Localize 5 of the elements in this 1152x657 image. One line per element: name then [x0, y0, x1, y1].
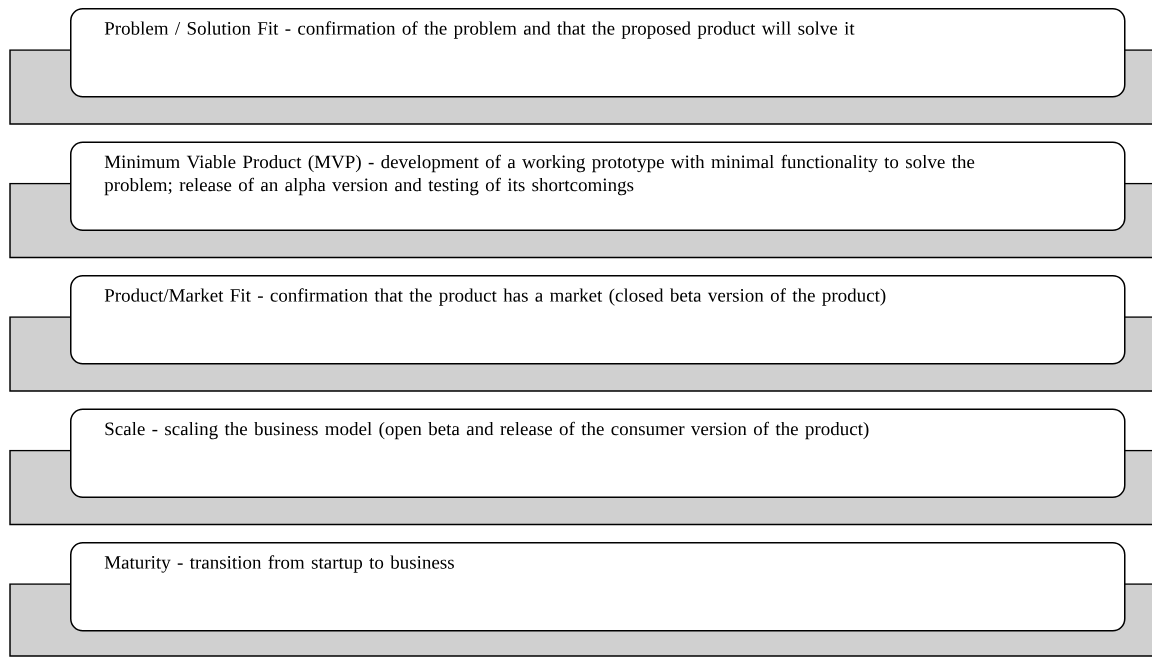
stage-box: Scale - scaling the business model (open beta and release of the consumer version of the product)	[70, 408, 1126, 498]
stage-box: Maturity - transition from startup to business	[70, 542, 1126, 632]
stage-box: Minimum Viable Product (MVP) - development of a working prototype with minimal functionality to solve the problem; release of an alpha version and testing of its shortcomings	[70, 141, 1126, 231]
stage-box: Problem / Solution Fit - confirmation of the problem and that the proposed product will solve it	[70, 8, 1126, 98]
stage-box: Product/Market Fit - confirmation that the product has a market (closed beta version of the product)	[70, 275, 1126, 365]
